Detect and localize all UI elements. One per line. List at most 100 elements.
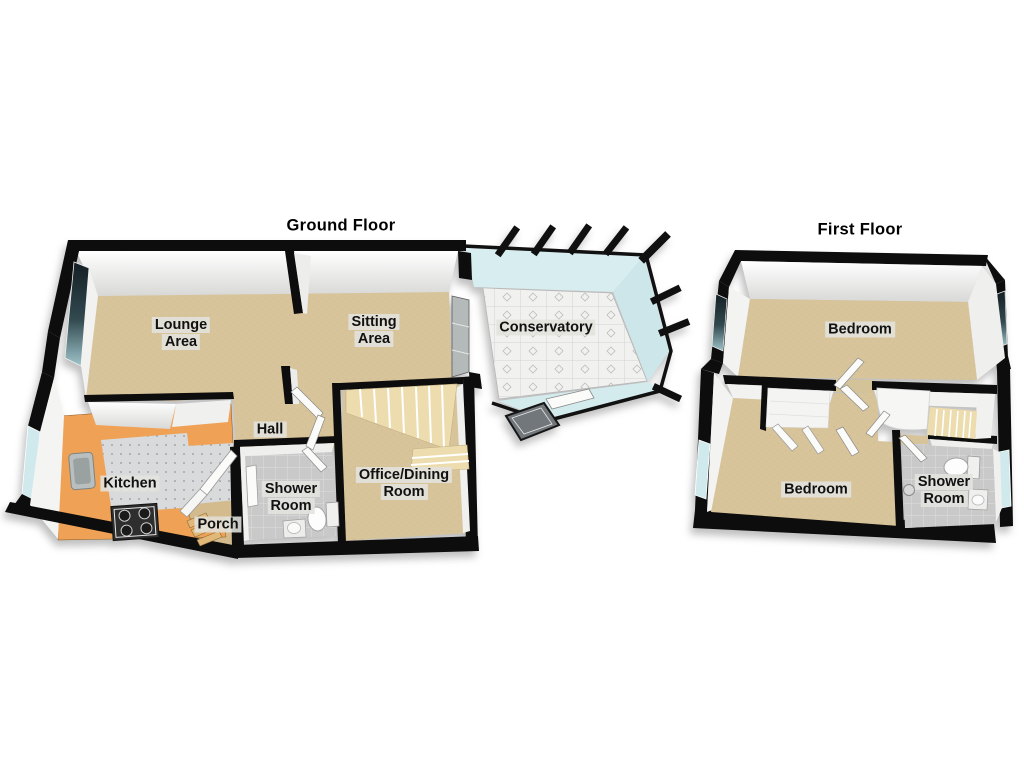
door-leaf <box>771 423 799 452</box>
wall-face <box>240 447 249 541</box>
stair-riser <box>962 410 966 439</box>
room-label-bedroom-front: Bedroom <box>781 481 851 499</box>
wall-segment <box>892 430 904 529</box>
conservatory-glass-wall <box>466 248 644 292</box>
door-leaf <box>801 425 825 455</box>
closet-shelves <box>768 400 830 418</box>
stair-riser <box>428 385 432 444</box>
conservatory-post <box>649 284 682 305</box>
window-glass <box>711 293 728 352</box>
wall-segment <box>28 372 54 432</box>
first-floor-walls-inner <box>723 375 1002 529</box>
kitchen-fixtures <box>68 451 160 542</box>
stair-riser <box>401 386 405 434</box>
wall-segment <box>68 240 466 251</box>
wall-face <box>81 268 98 398</box>
door-leaf <box>290 386 324 420</box>
stair-riser <box>415 386 419 439</box>
wall-segment <box>48 240 79 338</box>
patio-door <box>451 295 470 378</box>
stair-riser <box>387 387 391 429</box>
wall-face <box>975 395 995 439</box>
conservatory-structure <box>462 223 691 442</box>
kitchen-floor-tiles <box>187 443 235 504</box>
wall-face <box>993 449 1002 522</box>
conservatory-glass-wall <box>613 256 669 382</box>
wall-segment <box>285 251 303 314</box>
wall-face <box>741 261 982 302</box>
wall-segment <box>332 383 346 543</box>
wall-segment <box>42 331 60 378</box>
stair-banister-wall <box>876 387 931 431</box>
conservatory-post <box>494 225 521 258</box>
wall-segment <box>693 510 996 543</box>
room-label-hall: Hall <box>253 421 287 439</box>
wall-segment <box>281 366 293 404</box>
washbasin-icon <box>287 522 301 534</box>
conservatory-frame <box>644 254 673 392</box>
wall-segment <box>469 372 482 389</box>
wall-segment <box>760 382 768 431</box>
wall-segment <box>735 250 988 266</box>
conservatory-door-glass <box>511 407 553 435</box>
wall-face <box>30 378 64 539</box>
door-leaf <box>301 446 328 473</box>
room-label-porch: Porch <box>194 516 242 534</box>
floor-texture <box>738 299 977 380</box>
conservatory-post <box>638 231 671 264</box>
patio-door-rails <box>451 322 470 355</box>
wall-segment <box>719 250 741 287</box>
conservatory-post <box>657 318 691 337</box>
wall-segment <box>984 255 1005 284</box>
stair-riser <box>968 411 972 439</box>
ground-floor-doors <box>179 386 328 518</box>
first-floor-doors <box>771 357 928 463</box>
door-leaf <box>245 464 259 508</box>
wall-segment <box>84 392 234 402</box>
wall-segment <box>236 536 479 558</box>
window-glass <box>694 439 711 500</box>
room-label-sitting-area: Sitting Area <box>348 314 400 348</box>
stair-riser <box>441 384 445 449</box>
room-label-ff-shower-room: Shower Room <box>914 474 974 508</box>
door-leaf <box>545 388 595 410</box>
door-leaf <box>865 410 891 438</box>
ground-floor-title: Ground Floor <box>286 216 396 235</box>
conservatory-floor-tiles <box>483 288 647 399</box>
wall-segment <box>701 359 723 374</box>
stair-riser <box>410 460 470 466</box>
shower-icon <box>903 484 915 496</box>
door-leaf <box>898 434 928 463</box>
toilet-cistern <box>325 501 340 528</box>
wall-face <box>76 251 458 296</box>
step <box>196 530 223 547</box>
room-label-kitchen: Kitchen <box>100 475 160 493</box>
conservatory-post <box>566 223 593 256</box>
room-label-gf-shower-room: Shower Room <box>261 481 321 515</box>
stair-riser <box>359 388 363 418</box>
gf-stairs <box>345 383 470 473</box>
door-leaf <box>833 357 865 390</box>
washbasin-icon <box>971 494 985 506</box>
room-label-lounge-area: Lounge Area <box>151 317 211 351</box>
conservatory-post <box>651 383 683 403</box>
stair-riser <box>373 388 377 424</box>
wall-face <box>88 402 176 429</box>
kitchen-floor-tiles <box>101 433 196 513</box>
kitchen-sink-basin <box>73 457 91 485</box>
wall-face <box>723 287 750 377</box>
hob-frame <box>113 506 157 538</box>
first-floor-plan <box>693 250 1013 543</box>
door-leaf <box>839 384 870 412</box>
floor-texture <box>711 393 899 526</box>
ground-floor-plan <box>5 223 691 559</box>
gf-bathroom-fixtures <box>282 501 340 539</box>
stair-riser <box>411 453 469 459</box>
stair-riser <box>955 410 959 438</box>
room-label-bedroom-rear: Bedroom <box>825 321 895 339</box>
conservatory-frame <box>462 244 647 257</box>
conservatory-post <box>602 225 630 257</box>
conservatory-door-icon <box>504 401 561 442</box>
wall-segment <box>340 377 463 390</box>
